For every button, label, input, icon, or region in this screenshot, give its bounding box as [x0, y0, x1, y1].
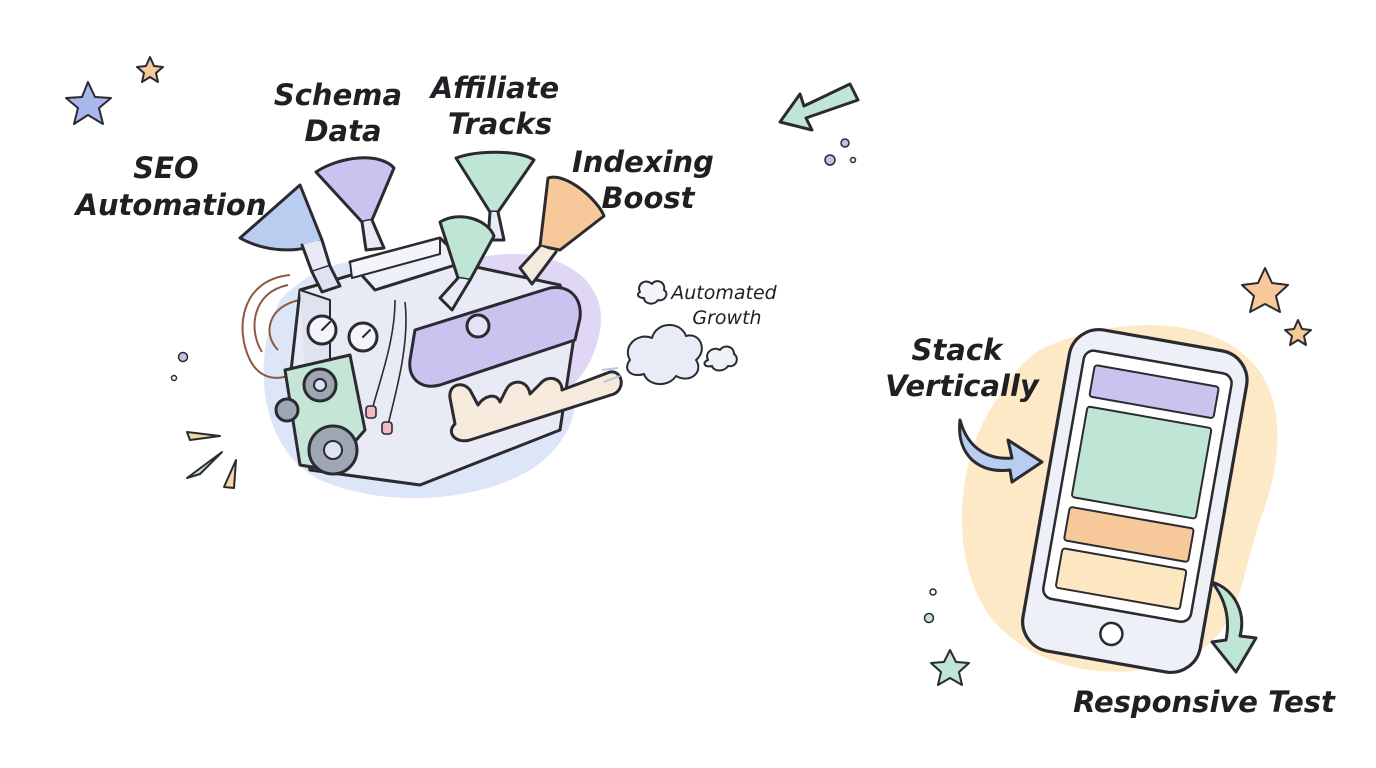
- funnel-center: [438, 215, 496, 312]
- burst-shard: [223, 459, 237, 489]
- pulley-side: [274, 397, 300, 423]
- exhaust-cloud-small-icon: [703, 345, 738, 372]
- exhaust-manifold: [448, 370, 623, 443]
- label-responsive-test: Responsive Test: [1073, 685, 1336, 719]
- arrow-top-scene: [778, 82, 860, 166]
- sparkle-dot: [177, 351, 189, 363]
- funnel-seo: [238, 183, 342, 294]
- label-seo-automation: SEO Automation: [73, 151, 266, 222]
- star-peach-icon: [1241, 267, 1289, 313]
- phone-scene: Stack Vertically Responsive Test: [885, 267, 1336, 719]
- screen-block-lavender: [1088, 364, 1220, 419]
- sparkle-dot: [170, 374, 178, 382]
- sparkle-dot: [929, 588, 937, 596]
- plug-pink: [365, 405, 377, 419]
- burst-shard: [186, 431, 221, 441]
- valve-cover-cap: [465, 313, 491, 339]
- screen-block-cream: [1055, 547, 1188, 610]
- screen-block-mint: [1071, 405, 1213, 520]
- arrow-mint-icon: [778, 82, 860, 132]
- plug-pink: [381, 421, 393, 435]
- label-stack-vertically: Stack Vertically: [885, 333, 1040, 403]
- label-affiliate-tracks: Affiliate Tracks: [429, 71, 570, 141]
- funnel-schema: [314, 156, 396, 252]
- sparkle-dot: [840, 138, 850, 148]
- star-peach-small-icon: [136, 56, 164, 83]
- label-schema-data: Schema Data: [274, 78, 412, 148]
- burst-shard: [186, 451, 223, 479]
- label-automated-growth: Automated Growth: [669, 282, 783, 329]
- label-indexing-boost: Indexing Boost: [572, 145, 724, 215]
- funnel-indexing: [518, 175, 606, 286]
- engine-scene: SEO Automation Schema Data Affiliate Tra…: [65, 56, 783, 499]
- sparkle-dot: [923, 612, 935, 624]
- star-peach-small-icon: [1284, 319, 1312, 346]
- smartphone: [1021, 327, 1249, 674]
- exhaust-cloud-icon: [626, 324, 703, 385]
- star-mint-icon: [930, 649, 970, 686]
- engine-intake-top: [349, 237, 441, 279]
- funnel-affiliate: [454, 150, 536, 242]
- engine-wires: [241, 274, 301, 379]
- star-blue-icon: [65, 81, 112, 125]
- arrow-mint-curved-icon: [1210, 580, 1258, 674]
- home-button: [1099, 621, 1124, 647]
- valve-cover: [408, 286, 582, 388]
- sparkle-dot: [824, 154, 836, 166]
- screen-block-peach: [1063, 506, 1195, 563]
- sparkle-dot: [849, 156, 857, 164]
- exhaust-cloud-tiny-icon: [636, 280, 668, 305]
- arrow-blue-curved-icon: [958, 418, 1044, 484]
